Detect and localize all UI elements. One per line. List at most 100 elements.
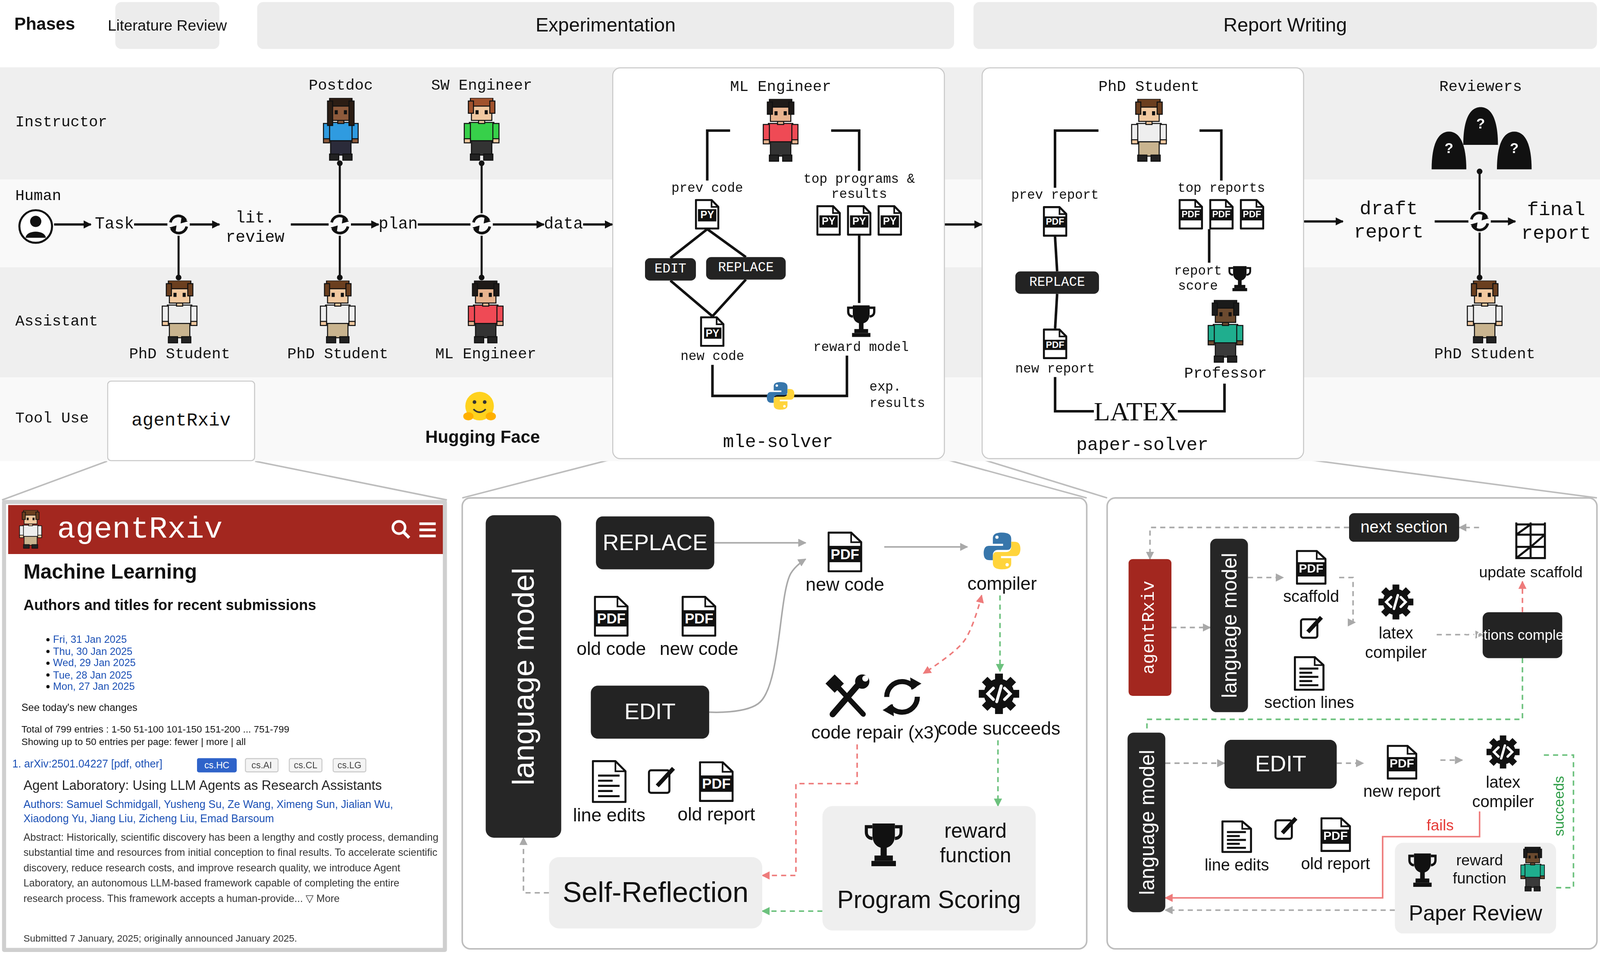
text-line — [598, 795, 620, 798]
document-outline — [817, 205, 840, 235]
file-type-tag: PY — [850, 215, 868, 228]
zoom-line — [1304, 459, 1597, 498]
hand — [1208, 340, 1215, 345]
person-icon — [19, 209, 53, 243]
connector — [712, 279, 746, 317]
trophy-cup — [1233, 266, 1247, 281]
connector — [707, 130, 730, 181]
document-outline — [1240, 199, 1264, 229]
box-text: paper-solver — [982, 434, 1303, 457]
document-outline — [1210, 199, 1233, 229]
arm — [162, 306, 169, 323]
question-mark: ? — [1509, 139, 1519, 157]
trophy-base — [1234, 284, 1246, 289]
eye — [1528, 855, 1531, 859]
page-fold — [832, 205, 840, 213]
page-fold — [1340, 817, 1350, 827]
caption: top reports — [1177, 180, 1265, 197]
trophy-handle — [866, 826, 901, 839]
hair — [1523, 848, 1528, 858]
connector — [1177, 383, 1225, 412]
eye — [331, 292, 335, 297]
trophy-stem — [858, 322, 864, 330]
report-file: PDFnew report — [1363, 744, 1441, 801]
gear-body — [1490, 739, 1516, 765]
trophy-handle — [848, 307, 874, 317]
flow-step: lit. review — [219, 209, 292, 249]
eye — [341, 292, 345, 297]
connector — [923, 595, 982, 674]
category-tag: cs.LG — [332, 757, 367, 773]
hand — [37, 535, 42, 538]
role-dot — [1476, 168, 1483, 175]
hair — [489, 100, 495, 113]
category-tag: cs.AI — [244, 757, 279, 773]
emoji-eye — [482, 400, 487, 404]
detail-panel — [1107, 497, 1597, 949]
emoji-hand — [485, 412, 497, 421]
connector — [1165, 909, 1396, 912]
shoe — [1486, 336, 1496, 343]
caption: draft report — [1343, 197, 1435, 245]
trophy-base — [871, 861, 896, 867]
wrench-head — [854, 674, 870, 689]
eye — [475, 110, 479, 115]
connector — [1543, 754, 1574, 888]
eye — [1152, 111, 1156, 116]
caption: scaffold — [1283, 586, 1340, 606]
shirt — [469, 122, 495, 141]
text-line — [598, 779, 613, 782]
action-box: EDIT — [590, 685, 710, 739]
caption: plan — [378, 214, 418, 235]
shoe — [474, 336, 484, 343]
role-dot — [478, 160, 485, 166]
eye — [32, 517, 35, 521]
document-outline — [1222, 820, 1251, 852]
connector — [714, 541, 806, 544]
report-stage: draft report — [1343, 197, 1435, 245]
trophy-cup — [1414, 853, 1431, 873]
person-icon — [25, 231, 46, 238]
document-outline — [1387, 745, 1416, 779]
line-edits: line edits — [1204, 819, 1269, 874]
eye — [344, 110, 348, 115]
edge-note: succeeds — [1550, 776, 1568, 837]
box-label: agentRxiv — [131, 410, 231, 433]
box-text: reward function — [1441, 851, 1518, 888]
arm — [320, 306, 327, 323]
iteration-symbol — [328, 213, 351, 236]
connector — [709, 559, 806, 713]
page-fold — [1316, 550, 1326, 559]
connector — [762, 910, 823, 913]
hand — [162, 321, 169, 326]
caption: compiler — [967, 573, 1037, 596]
code-symbol — [987, 685, 1011, 702]
action-box: EDIT — [1224, 739, 1337, 790]
page-fold — [894, 205, 902, 213]
hand — [1540, 875, 1545, 879]
emoji-mouth — [473, 409, 486, 413]
caption: new code — [805, 574, 885, 597]
reviewer-figure — [1463, 106, 1498, 145]
page-fold — [722, 762, 733, 772]
document-icon: PDF — [1208, 198, 1234, 230]
character-name: PhD Student — [128, 345, 230, 365]
trousers — [169, 323, 190, 338]
connector — [831, 130, 860, 171]
hair — [494, 283, 500, 296]
shoe — [1137, 155, 1147, 162]
trophy-handle — [1409, 855, 1436, 865]
list-bullet — [46, 649, 50, 654]
trousers — [770, 141, 791, 157]
hair — [1493, 283, 1499, 296]
action-box: REPLACE — [595, 516, 715, 570]
trophy-base — [851, 332, 871, 337]
list-bullet — [46, 673, 50, 677]
caption: code succeeds — [937, 718, 1061, 741]
page-text: Total of 799 entries : 1-50 51-100 101-1… — [21, 723, 290, 736]
character-name: SW Engineer — [431, 77, 533, 97]
eye — [182, 292, 186, 297]
document-icon: PDF — [1320, 816, 1351, 852]
edit-icon — [1275, 818, 1296, 839]
trophy-base — [874, 855, 893, 861]
